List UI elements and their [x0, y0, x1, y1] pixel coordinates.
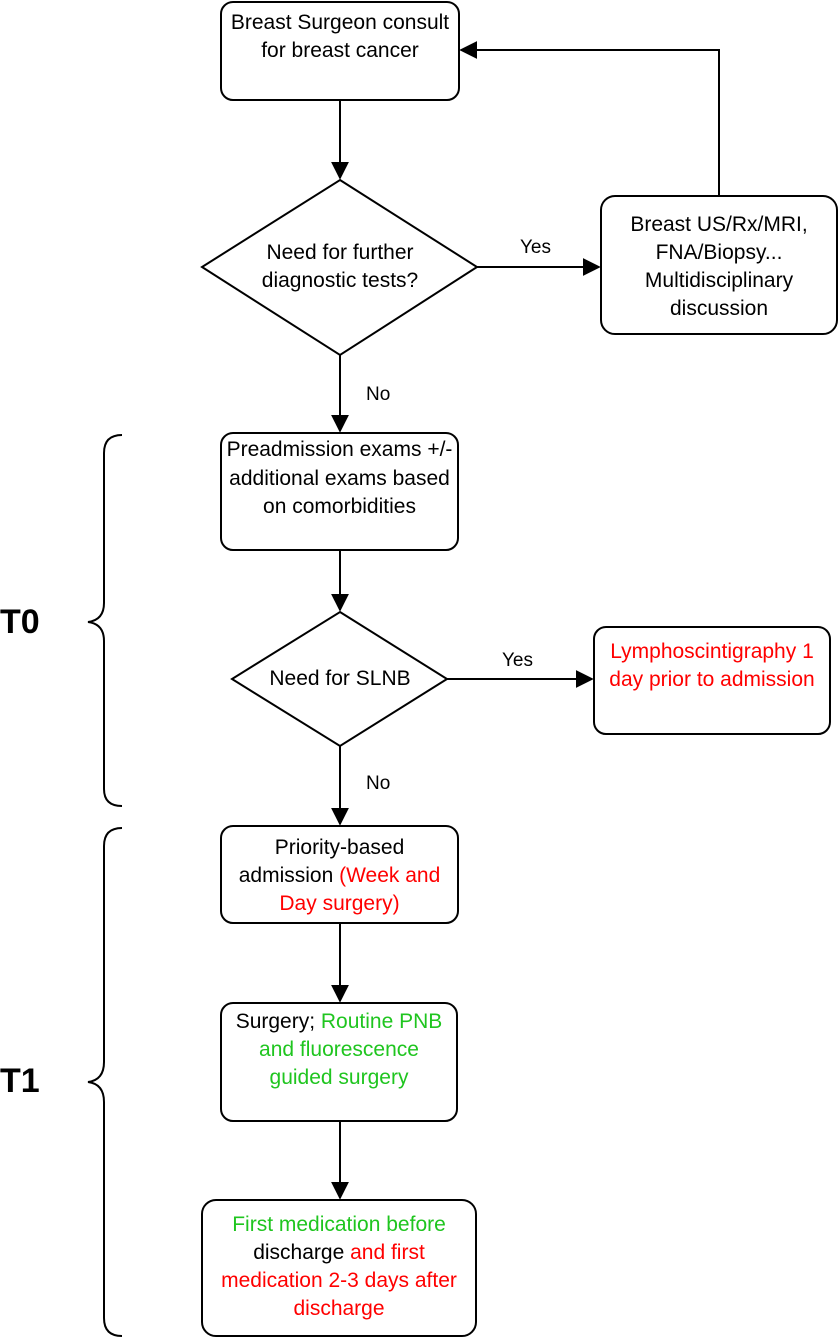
t0-brace [87, 434, 123, 807]
diagnostics-label: Breast US/Rx/MRI, FNA/Biopsy... Multidis… [630, 213, 808, 320]
phase-t1-label: T1 [0, 1062, 40, 1100]
tests-yes-label: Yes [520, 237, 551, 258]
slnb-yes-label: Yes [502, 650, 533, 671]
further-tests-label: Need for further diagnostic tests? [261, 241, 419, 292]
preadmission-label: Preadmission exams +/- additional exams … [226, 438, 453, 518]
medication-black-text: discharge [253, 1241, 345, 1264]
phase-t0-label: T0 [0, 603, 40, 641]
surgery-label: Surgery; Routine PNB and fluorescence gu… [232, 1008, 446, 1092]
medication-label: First medication before discharge and fir… [208, 1211, 470, 1323]
t1-brace [87, 827, 123, 1337]
admission-text: Priority-based admission [238, 836, 405, 887]
slnb-no-label: No [366, 773, 391, 794]
consult-label: Breast Surgeon consult for breast cancer [230, 11, 450, 62]
medication-red-text: and first medication 2-3 days after disc… [221, 1241, 457, 1320]
slnb-label: Need for SLNB [269, 667, 411, 690]
admission-label: Priority-based admission (Week and Day s… [232, 834, 447, 918]
medication-box [201, 1199, 477, 1337]
lymphoscintigraphy-label: Lymphoscintigraphy 1 day prior to admiss… [609, 640, 815, 691]
lymphoscintigraphy-box [593, 626, 831, 735]
surgery-highlight: Routine PNB and fluorescence guided surg… [259, 1010, 443, 1089]
tests-no-label: No [366, 384, 391, 405]
arrow-diagnostics-back [459, 41, 720, 196]
medication-green-text: First medication before [232, 1213, 446, 1236]
admission-highlight: (Week and Day surgery) [279, 864, 441, 915]
surgery-text: Surgery; [235, 1010, 321, 1033]
